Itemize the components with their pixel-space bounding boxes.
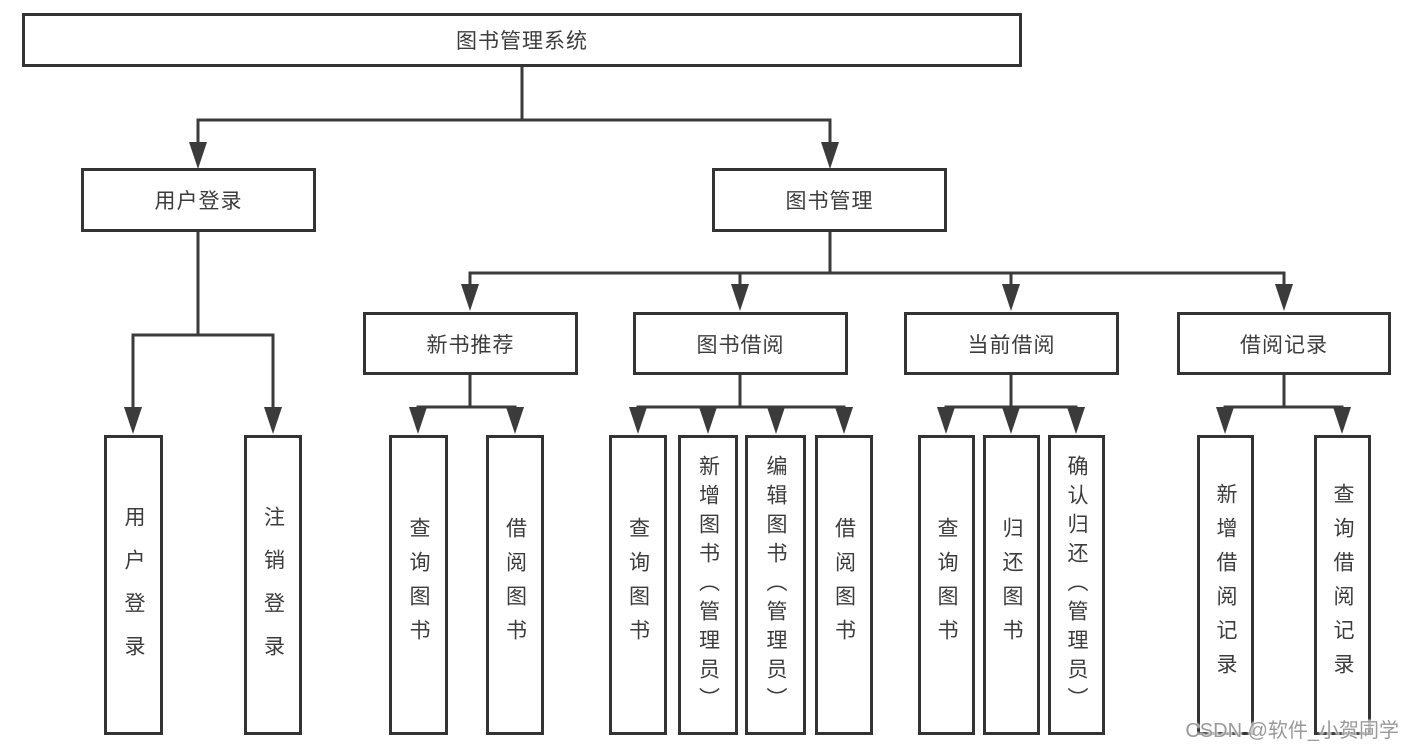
csdn-watermark: CSDN @软件_小贺同学: [1185, 720, 1399, 742]
node-borrow-records-label: 借阅记录: [1240, 333, 1328, 357]
leaf-rec-borrow-book: 借阅图书: [486, 435, 544, 735]
node-current-borrowing-label: 当前借阅: [967, 333, 1056, 357]
node-book-management: 图书管理: [712, 168, 947, 232]
leaf-bb-edit-book-label: 编辑图书（管理员）: [764, 454, 787, 716]
node-book-borrowing-label: 图书借阅: [696, 333, 785, 357]
leaf-bb-add-book: 新增图书（管理员）: [678, 435, 738, 735]
node-borrow-records: 借阅记录: [1177, 312, 1391, 375]
leaf-br-query-record-label: 查询借阅记录: [1331, 483, 1354, 687]
leaf-user-login-label: 用户登录: [122, 506, 145, 678]
node-root: 图书管理系统: [22, 13, 1022, 67]
leaf-br-query-record: 查询借阅记录: [1314, 435, 1371, 735]
node-book-management-label: 图书管理: [785, 190, 874, 213]
leaf-rec-borrow-book-label: 借阅图书: [503, 517, 527, 653]
leaf-cb-confirm-return-label: 确认归还（管理员）: [1065, 454, 1088, 716]
leaf-cb-query-book-label: 查询图书: [935, 517, 958, 653]
leaf-rec-query-book-label: 查询图书: [407, 517, 430, 653]
leaf-logout: 注销登录: [244, 435, 302, 735]
leaf-bb-borrow-book-label: 借阅图书: [832, 517, 856, 653]
leaf-bb-borrow-book: 借阅图书: [815, 435, 873, 735]
leaf-cb-confirm-return: 确认归还（管理员）: [1048, 435, 1105, 735]
node-root-label: 图书管理系统: [456, 30, 588, 53]
leaf-bb-add-book-label: 新增图书（管理员）: [696, 454, 720, 716]
node-current-borrowing: 当前借阅: [904, 312, 1119, 375]
leaf-cb-return-book-label: 归还图书: [1000, 517, 1023, 653]
node-book-borrowing: 图书借阅: [633, 312, 848, 375]
leaf-user-login: 用户登录: [104, 435, 163, 735]
leaf-bb-query-book: 查询图书: [609, 435, 667, 735]
node-new-book-recommend-label: 新书推荐: [426, 333, 515, 357]
leaf-br-add-record: 新增借阅记录: [1197, 435, 1254, 735]
leaf-cb-return-book: 归还图书: [983, 435, 1040, 735]
node-user-login-label: 用户登录: [154, 190, 243, 213]
leaf-rec-query-book: 查询图书: [389, 435, 448, 735]
leaf-br-add-record-label: 新增借阅记录: [1214, 483, 1237, 687]
node-user-login: 用户登录: [81, 168, 316, 232]
leaf-bb-edit-book: 编辑图书（管理员）: [745, 435, 806, 735]
leaf-logout-label: 注销登录: [261, 506, 285, 678]
node-new-book-recommend: 新书推荐: [363, 312, 578, 375]
leaf-bb-query-book-label: 查询图书: [626, 517, 650, 653]
leaf-cb-query-book: 查询图书: [918, 435, 975, 735]
